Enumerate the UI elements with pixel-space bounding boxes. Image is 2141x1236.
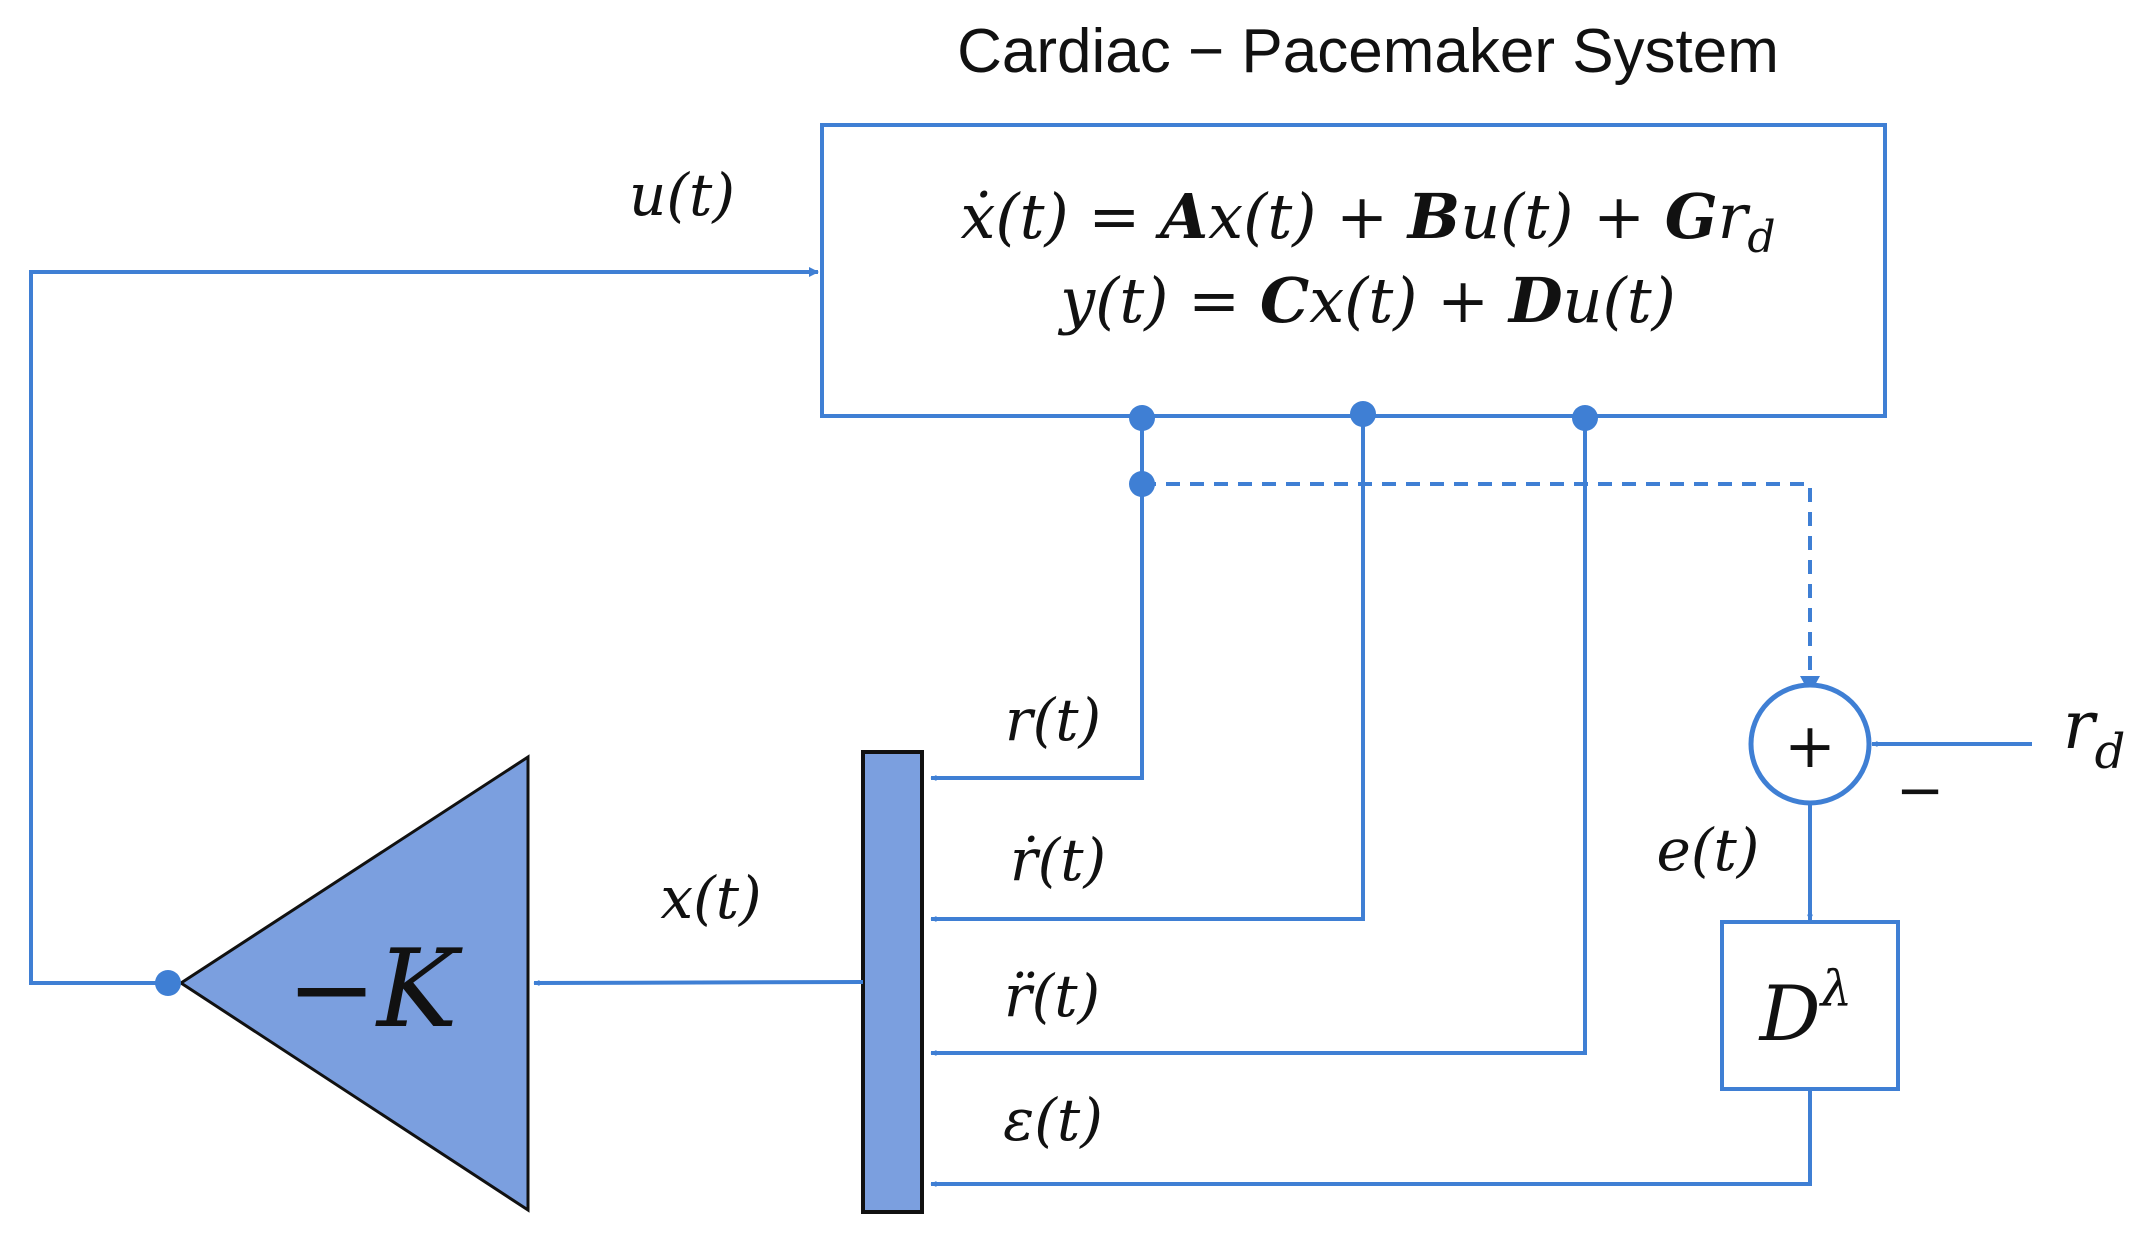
reference-rd-label: rd — [2063, 687, 2125, 780]
control-input-wire — [29, 267, 819, 985]
summer-minus-sign: − — [1896, 756, 1945, 824]
output-equation: y(t) = Cx(t) + Du(t) — [1057, 264, 1676, 337]
signal-rdot-label: ṙ(t) — [1010, 826, 1106, 894]
rdot-wire — [930, 414, 1365, 922]
gain-output-node — [155, 970, 181, 996]
epsilon-wire — [930, 1089, 1812, 1187]
gain-label: −K — [286, 927, 462, 1052]
signal-epsilon-label: ε(t) — [1003, 1086, 1103, 1154]
diagram-title: Cardiac − Pacemaker System — [957, 17, 1779, 86]
summer-plus-sign: + — [1784, 709, 1836, 782]
signal-e-label: e(t) — [1657, 816, 1760, 884]
fractional-derivative-block — [1720, 920, 1900, 1091]
r-wire — [930, 418, 1144, 781]
signal-u-label: u(t) — [629, 161, 735, 229]
state-equation: ẋ(t) = Ax(t) + Bu(t) + Grd — [960, 180, 1775, 263]
signal-r-label: r(t) — [1005, 686, 1101, 754]
gain-block — [178, 754, 530, 1213]
rddot-wire — [930, 418, 1587, 1056]
mux-bar — [861, 750, 924, 1214]
system-block — [820, 123, 1887, 418]
dashed-feedback-wire — [1142, 482, 1812, 684]
fractional-operator: Dλ — [1758, 960, 1853, 1058]
signal-x-label: x(t) — [660, 864, 761, 932]
signal-rddot-label: r̈(t) — [1004, 962, 1100, 1030]
state-vector-wire — [533, 979, 864, 986]
